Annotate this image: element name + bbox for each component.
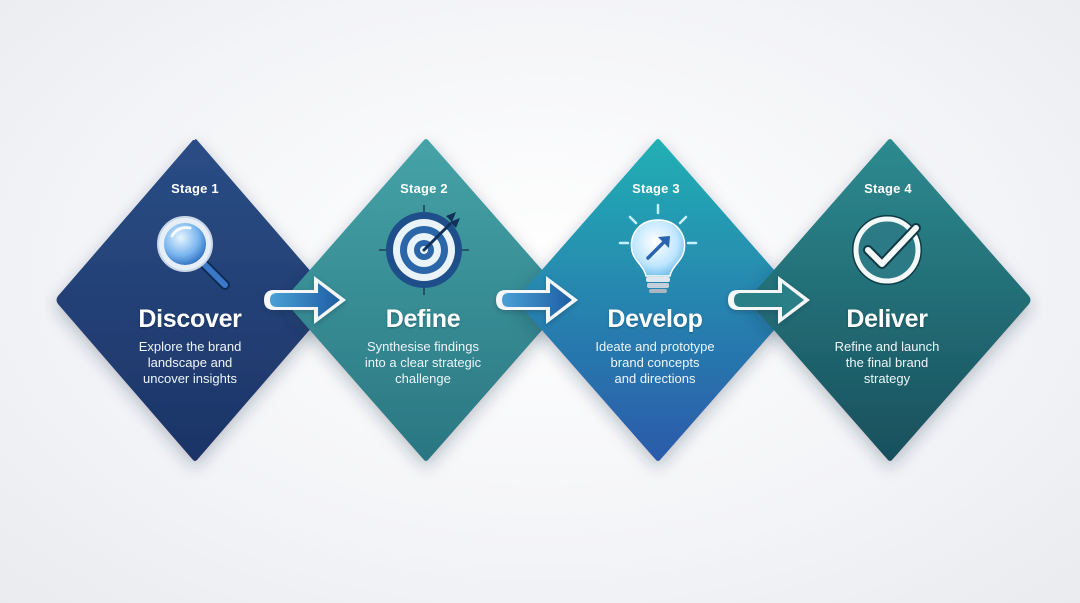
lightbulb-icon — [618, 203, 698, 293]
arrow-2-to-3 — [496, 276, 578, 324]
arrow-1-to-2 — [264, 276, 346, 324]
stage-2-diamond — [285, 139, 567, 461]
stage-4-diamond — [749, 139, 1031, 461]
checkmark-icon — [852, 215, 922, 285]
arrow-3-to-4 — [728, 276, 810, 324]
target-icon — [379, 205, 469, 295]
stage-3-diamond — [517, 139, 799, 461]
magnifier-icon — [157, 216, 230, 290]
stage-1-diamond — [56, 139, 334, 461]
